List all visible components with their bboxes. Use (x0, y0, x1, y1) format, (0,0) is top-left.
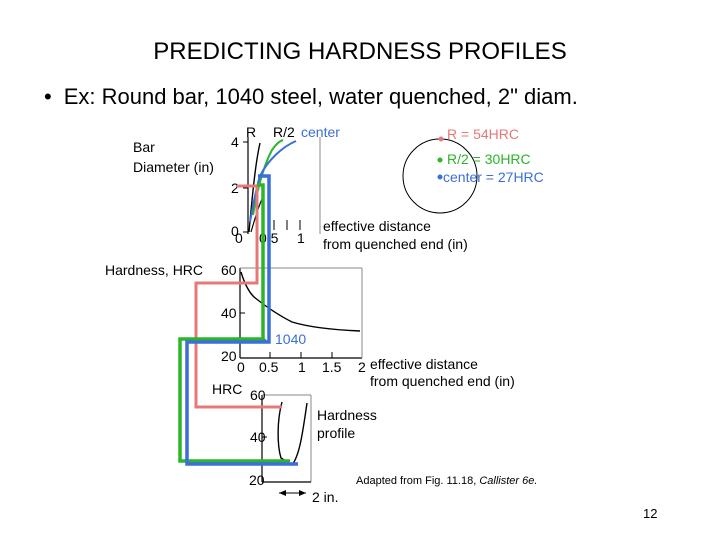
bar-diameter-plot: Bar Diameter (in) 4 2 0 0 0.5 1 effectiv… (133, 124, 468, 252)
half-radius-hardness-label: R/2 = 30HRC (447, 151, 531, 167)
surface-curve-label: R (246, 124, 256, 140)
profile-plot: HRC 60 40 20 Hardness profile 2 in. (212, 381, 377, 505)
top-x-tick-label: 0 (235, 230, 243, 246)
top-ylabel-line2: Diameter (in) (133, 159, 214, 175)
center-marker (437, 174, 443, 180)
half-radius-marker (437, 157, 443, 163)
center-trace (185, 174, 298, 466)
half-radius-trace (178, 183, 290, 463)
surface-marker (438, 136, 444, 142)
hardness-profile-curve (277, 401, 308, 466)
jominy-xlabel-line1: effective distance (370, 356, 478, 372)
jominy-y-tick-label: 60 (221, 262, 237, 278)
figure-caption: Adapted from Fig. 11.18, Callister 6e. (356, 475, 537, 487)
caption-prefix: Adapted from Fig. 11.18, (356, 475, 480, 487)
caption-source: Callister 6e. (479, 475, 538, 487)
surface-hardness-label: R = 54HRC (447, 126, 519, 142)
profile-y-tick-label: 40 (250, 429, 266, 445)
jominy-x-tick-label: 2 (358, 359, 366, 375)
jominy-x-tick-label: 0 (237, 359, 245, 375)
top-xlabel-line1: effective distance (323, 218, 431, 234)
trace-lines (178, 174, 298, 466)
top-x-tick-label: 1 (297, 230, 305, 246)
jominy-curve (240, 271, 361, 332)
jominy-ylabel: Hardness, HRC (105, 262, 203, 278)
width-arrow-left (279, 490, 286, 496)
profile-label-line2: profile (317, 425, 355, 441)
profile-y-tick-label: 20 (249, 472, 265, 488)
jominy-x-tick-label: 0.5 (259, 359, 279, 375)
profile-ylabel: HRC (212, 381, 242, 397)
example-bullet: • Ex: Round bar, 1040 steel, water quench… (44, 84, 578, 110)
slide-title: PREDICTING HARDNESS PROFILES (153, 38, 567, 65)
cross-section-legend: R = 54HRC R/2 = 30HRC center = 27HRC (402, 126, 544, 214)
jominy-y-tick-label: 20 (221, 348, 237, 364)
half-radius-curve-label: R/2 (273, 124, 295, 140)
jominy-x-tick-label: 1 (298, 359, 306, 375)
profile-width-label: 2 in. (312, 489, 338, 505)
surface-curve (248, 142, 261, 233)
profile-y-tick-label: 60 (250, 387, 266, 403)
top-y-tick-label: 2 (231, 180, 239, 196)
width-arrow-right (299, 490, 306, 496)
page-number: 12 (643, 506, 658, 521)
top-y-tick-label: 4 (231, 134, 239, 150)
top-y-tick-label: 0 (231, 223, 239, 239)
top-ylabel-line1: Bar (133, 139, 155, 155)
jominy-y-tick-label: 40 (221, 305, 237, 321)
center-hardness-label: center = 27HRC (443, 169, 544, 185)
surface-trace (194, 184, 282, 409)
jominy-x-tick-label: 1.5 (322, 359, 342, 375)
top-xlabel-line2: from quenched end (in) (323, 236, 468, 252)
profile-label-line1: Hardness (317, 407, 377, 423)
bullet-dot: • (44, 84, 52, 109)
example-text: Ex: Round bar, 1040 steel, water quenche… (63, 84, 578, 109)
center-curve-label: center (301, 124, 340, 140)
steel-curve-label: 1040 (275, 331, 306, 347)
jominy-plot: Hardness, HRC 60 40 20 0 0.5 1 1.5 2 eff… (105, 262, 515, 389)
jominy-xlabel-line2: from quenched end (in) (370, 373, 515, 389)
